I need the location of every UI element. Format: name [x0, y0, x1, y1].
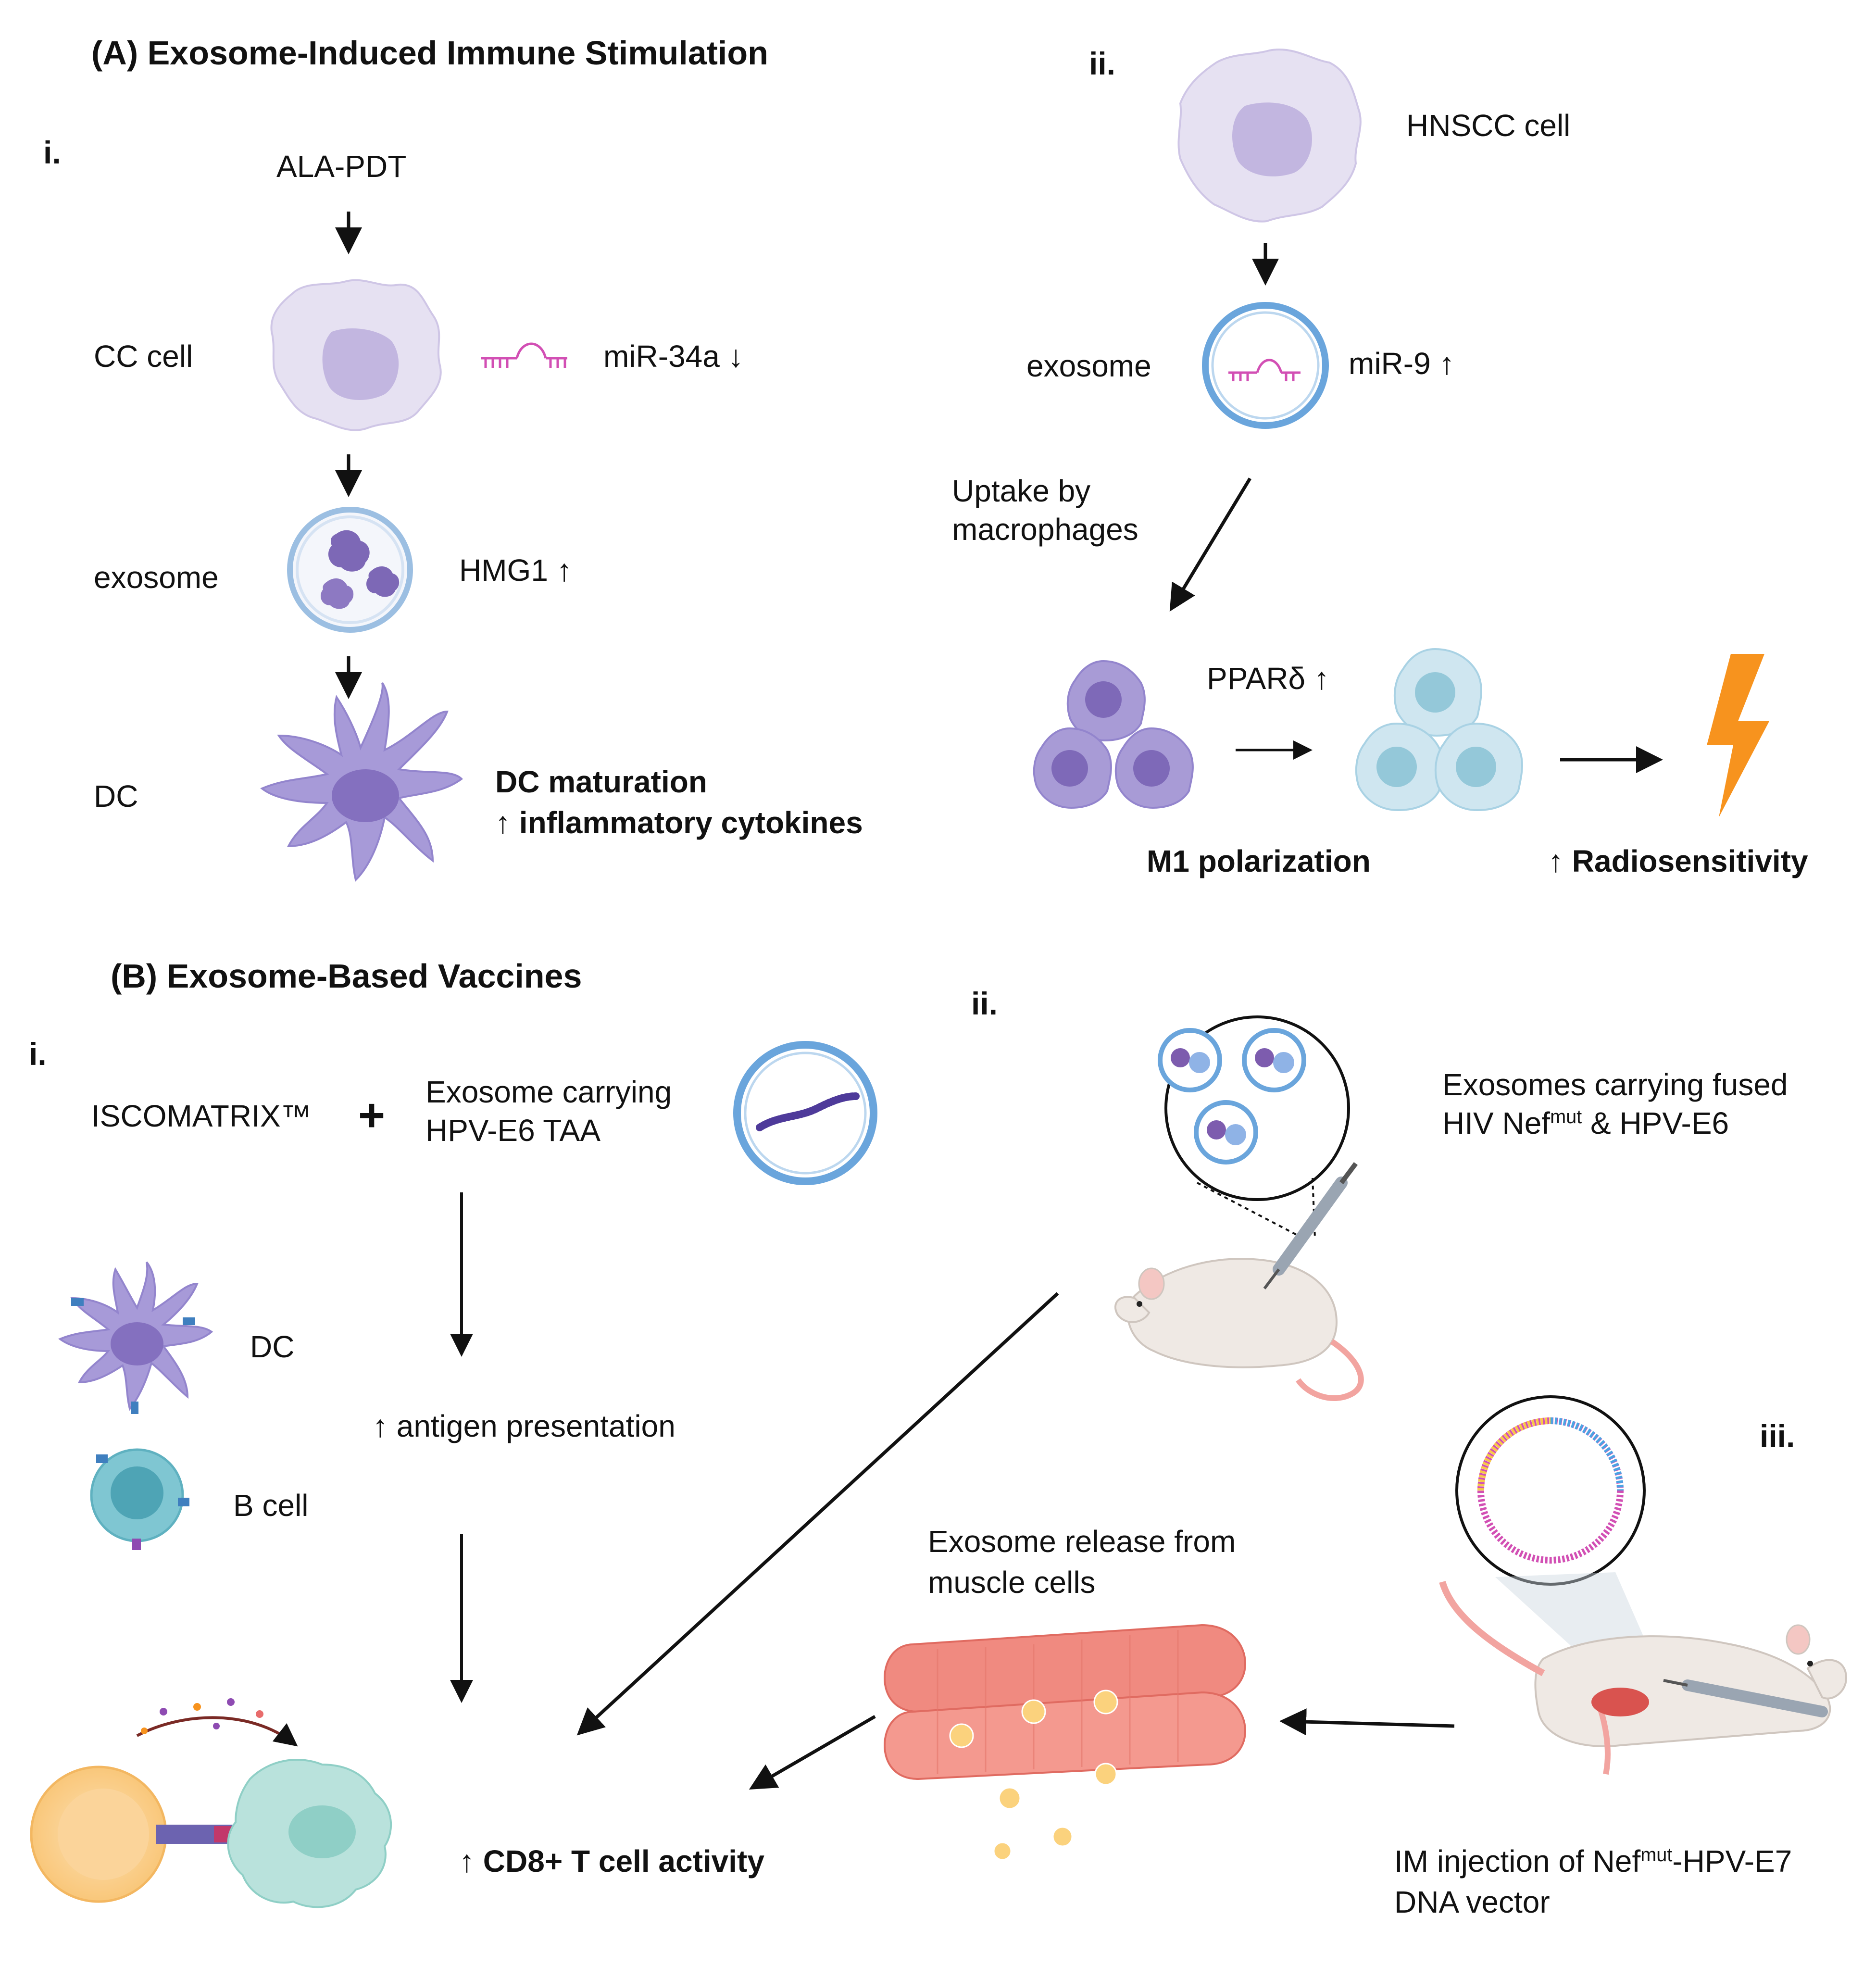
b-cell-label: B cell	[233, 1488, 309, 1523]
exosomes-fused-label-2: HIV Nefmut & HPV-E6	[1442, 1106, 1729, 1140]
uptake-label-1: Uptake by	[952, 474, 1091, 508]
dc-maturation-label: DC maturation	[495, 764, 707, 799]
panel-b-title: (B) Exosome-Based Vaccines	[111, 957, 582, 995]
b-cell	[90, 1448, 189, 1550]
zoom-circle-exosomes	[1158, 1015, 1350, 1239]
lightning-bolt-icon	[1707, 654, 1769, 817]
plus-sign: +	[358, 1089, 386, 1141]
radiosensitivity-label: ↑ Radiosensitivity	[1548, 844, 1808, 878]
uptake-label-2: macrophages	[952, 512, 1138, 547]
panel-a-title: (A) Exosome-Induced Immune Stimulation	[91, 34, 768, 72]
dendritic-cell-small	[58, 1261, 213, 1414]
exosome-hpv-e6	[733, 1041, 877, 1185]
zoom-circle-dna-vector	[1455, 1395, 1649, 1673]
hnscc-cell-label: HNSCC cell	[1406, 108, 1571, 143]
muscle-cells	[883, 1624, 1247, 1861]
ala-pdt-label: ALA-PDT	[276, 149, 407, 184]
arrow-uptake	[1169, 477, 1251, 612]
exosome-carrying-label-1: Exosome carrying	[425, 1075, 672, 1109]
mir-9-label: miR-9 ↑	[1349, 346, 1455, 381]
dc-label-b-i: DC	[250, 1329, 295, 1364]
arrow-muscle-to-cd8	[749, 1715, 876, 1790]
exosome-mir9	[1202, 302, 1329, 429]
inflammatory-cytokines-label: ↑ inflammatory cytokines	[495, 805, 863, 840]
exosome-label-a-ii: exosome	[1026, 349, 1151, 383]
im-injection-label-1: IM injection of Nefmut-HPV-E7	[1394, 1844, 1792, 1878]
mirna-34a-icon	[481, 342, 567, 368]
panel-b-ii-tag: ii.	[971, 986, 998, 1021]
dendritic-cell	[260, 682, 463, 882]
m1-polarization-label: M1 polarization	[1147, 844, 1371, 878]
dc-label-a-i: DC	[94, 779, 138, 814]
panel-b-i-tag: i.	[29, 1036, 47, 1072]
arrow-mouse-to-muscle	[1279, 1708, 1455, 1736]
im-injection-label-2: DNA vector	[1394, 1885, 1550, 1919]
exosome-hmg1	[287, 507, 413, 633]
t-cell-killing	[30, 1698, 392, 1908]
exosome-release-label-2: muscle cells	[928, 1565, 1096, 1600]
antigen-presentation-label: ↑ antigen presentation	[373, 1409, 675, 1443]
ppar-delta-label: PPARδ ↑	[1207, 661, 1329, 696]
iscomatrix-label: ISCOMATRIX™	[91, 1099, 312, 1133]
cc-cell-label: CC cell	[94, 339, 193, 374]
cc-cell	[270, 279, 442, 431]
cd8-activity-label: ↑ CD8+ T cell activity	[459, 1844, 764, 1878]
exosomes-fused-label-1: Exosomes carrying fused	[1442, 1067, 1788, 1102]
panel-a-i-tag: i.	[43, 135, 61, 170]
mouse-injected	[1114, 1162, 1364, 1401]
hnscc-cell	[1177, 49, 1362, 223]
macrophages-m1	[1355, 648, 1523, 812]
hmg1-label: HMG1 ↑	[459, 553, 572, 588]
exosome-carrying-label-2: HPV-E6 TAA	[425, 1113, 600, 1148]
exosome-release-label-1: Exosome release from	[928, 1524, 1236, 1559]
mir-34a-label: miR-34a ↓	[603, 339, 744, 374]
exosome-label-a-i: exosome	[94, 560, 219, 595]
mouse-im-injection	[1439, 1580, 1848, 1775]
panel-b-iii-tag: iii.	[1760, 1418, 1795, 1454]
arrow-mouse-to-cd8	[576, 1292, 1059, 1736]
macrophages-m0	[1033, 660, 1194, 809]
panel-a-ii-tag: ii.	[1089, 46, 1116, 81]
